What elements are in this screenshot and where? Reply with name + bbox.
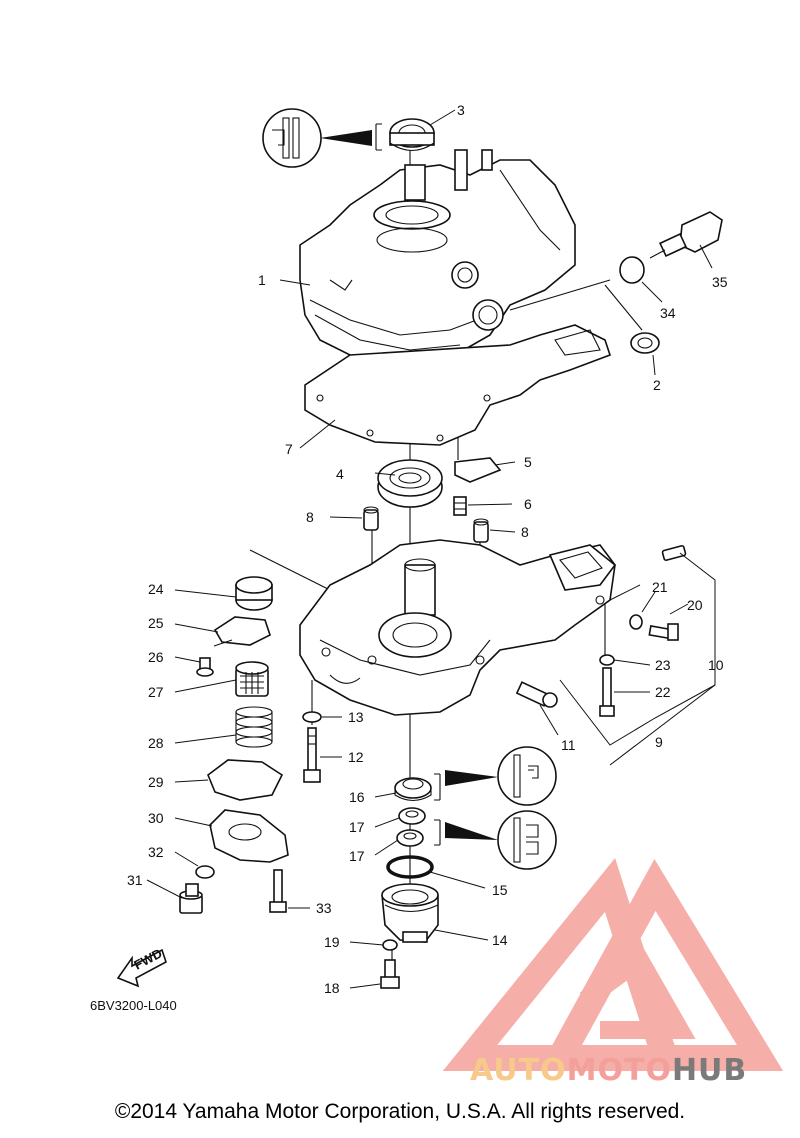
part-14-seal-housing (381, 883, 439, 943)
callout-3: 3 (457, 102, 465, 118)
callout-20: 20 (687, 597, 703, 613)
part-8-dowel-pin-right (473, 518, 489, 543)
callout-34: 34 (660, 305, 676, 321)
part-30-housing (209, 809, 289, 863)
part-21-washer (629, 614, 643, 630)
part-2-plug (630, 332, 660, 354)
callout-23: 23 (655, 657, 671, 673)
leader-lines (146, 109, 713, 989)
part-29-gasket (207, 759, 284, 801)
part-27-strainer (235, 661, 269, 697)
part-17-oil-seal-lower (396, 829, 424, 847)
part-26-screw (196, 657, 214, 677)
watermark-logo-icon (442, 858, 784, 1071)
part-19-washer (382, 939, 398, 951)
callout-labels: 3 1 35 34 2 7 4 5 6 8 8 24 21 20 25 26 2… (127, 102, 728, 996)
part-35-oil-filler-cap (649, 211, 723, 259)
callout-17-lower: 17 (349, 848, 365, 864)
callout-33: 33 (316, 900, 332, 916)
part-8-dowel-pin-left (363, 506, 379, 531)
seal-detail-bubble-top (262, 108, 382, 168)
copyright-notice: ©2014 Yamaha Motor Corporation, U.S.A. A… (114, 1100, 686, 1123)
seal-detail-bubble-17 (434, 810, 557, 870)
seal-detail-bubble-16 (434, 746, 557, 806)
watermark-auto: AUTO (470, 1053, 567, 1088)
part-9-crankcase (299, 539, 617, 716)
callout-13: 13 (348, 709, 364, 725)
part-10-bolt (661, 544, 687, 562)
part-3-oil-seal (389, 118, 435, 152)
callout-30: 30 (148, 810, 164, 826)
callout-8-left: 8 (306, 509, 314, 525)
callout-16: 16 (349, 789, 365, 805)
part-23-washer (599, 654, 615, 666)
callout-14: 14 (492, 932, 508, 948)
callout-25: 25 (148, 615, 164, 631)
callout-6: 6 (524, 496, 532, 512)
part-31-bolt (179, 883, 203, 914)
callout-5: 5 (524, 454, 532, 470)
callout-28: 28 (148, 735, 164, 751)
part-12-bolt (303, 727, 321, 783)
part-20-bolt (648, 623, 679, 641)
callout-35: 35 (712, 274, 728, 290)
callout-9: 9 (655, 734, 663, 750)
callout-11: 11 (561, 737, 576, 753)
part-13-washer (302, 711, 322, 723)
part-5-plate (454, 457, 502, 483)
callout-8-right: 8 (521, 524, 529, 540)
part-7-gasket (304, 324, 612, 446)
callout-22: 22 (655, 684, 671, 700)
part-4-bearing (377, 459, 443, 508)
part-33-bolt (269, 869, 287, 913)
callout-17-upper: 17 (349, 819, 365, 835)
part-25-plate (213, 616, 271, 646)
part-18-bolt (380, 959, 400, 989)
part-11-fitting (515, 681, 558, 708)
callout-24: 24 (148, 581, 164, 597)
callout-7: 7 (285, 441, 293, 457)
callout-29: 29 (148, 774, 164, 790)
part-17-oil-seal-upper (398, 807, 426, 825)
part-15-o-ring (386, 855, 434, 879)
callout-31: 31 (127, 872, 143, 888)
part-24-cap (235, 576, 273, 611)
callout-32: 32 (148, 844, 164, 860)
callout-1: 1 (258, 272, 266, 288)
part-28-spring (235, 706, 273, 748)
fwd-arrow-icon: FWD (116, 946, 167, 988)
callout-19: 19 (324, 934, 340, 950)
callout-18: 18 (324, 980, 340, 996)
callout-10: 10 (708, 657, 724, 673)
callout-21: 21 (652, 579, 668, 595)
part-16-oil-seal (394, 777, 432, 802)
watermark-moto: MOTO (566, 1053, 672, 1088)
callout-26: 26 (148, 649, 164, 665)
part-22-long-bolt (599, 667, 615, 717)
part-1-cylinder-crankcase (299, 149, 576, 366)
watermark-logo-text: AUTOMOTOHUB (470, 1053, 747, 1088)
callout-27: 27 (148, 684, 164, 700)
diagram-code: 6BV3200-L040 (90, 998, 177, 1013)
callout-4: 4 (336, 466, 344, 482)
part-34-o-ring (619, 256, 645, 284)
callout-12: 12 (348, 749, 364, 765)
part-32-washer (195, 865, 215, 879)
callout-2: 2 (653, 377, 661, 393)
group-brackets (559, 552, 716, 766)
watermark-hub: HUB (671, 1053, 748, 1088)
part-6-bolt (453, 496, 467, 516)
callout-15: 15 (492, 882, 508, 898)
